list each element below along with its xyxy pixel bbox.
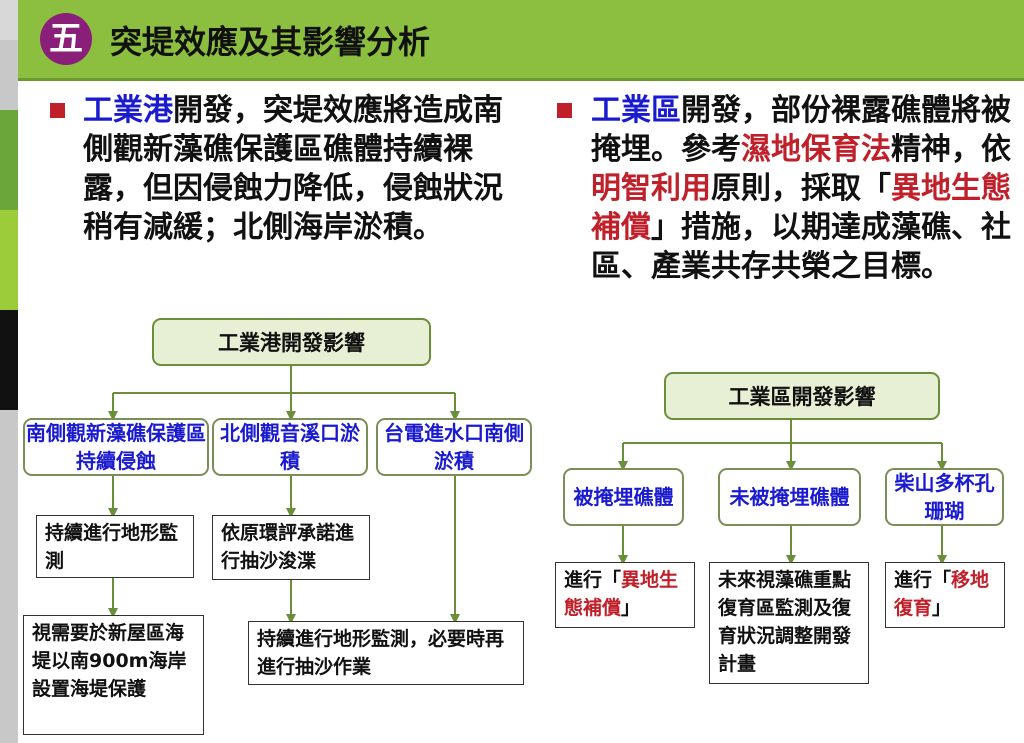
section-number-badge: 五 bbox=[40, 13, 92, 65]
right-branch-node: 被掩埋礁體 bbox=[563, 468, 684, 526]
right-action-box: 進行「異地生態補償」 bbox=[555, 562, 695, 628]
highlight-text: 移地復育 bbox=[894, 569, 990, 619]
highlight-text: 異地生態補償 bbox=[591, 171, 1011, 245]
left-paragraph: 工業港開發，突堤效應將造成南側觀新藻礁保護區礁體持續裸露，但因侵蝕力降低，侵蝕狀… bbox=[83, 91, 503, 247]
strip-segment bbox=[0, 110, 18, 210]
paragraph-text: 」措施，以期達成藻礁、社區、產業共存共榮之目標。 bbox=[591, 210, 1011, 284]
highlight-text: 明智利用 bbox=[591, 171, 711, 206]
left-action-box: 持續進行地形監測，必要時再進行抽沙作業 bbox=[248, 621, 524, 685]
highlight-text: 濕地保育法 bbox=[741, 132, 891, 167]
left-action-box: 視需要於新屋區海堤以南900m海岸設置海堤保護 bbox=[23, 615, 204, 735]
highlight-text: 工業區 bbox=[591, 93, 681, 128]
bullet-square-icon bbox=[557, 103, 572, 118]
right-root-node: 工業區開發影響 bbox=[664, 372, 940, 420]
action-text: 」 bbox=[621, 597, 641, 619]
strip-segment bbox=[0, 0, 18, 40]
action-text: 進行「 bbox=[564, 569, 622, 591]
highlight-text: 工業港 bbox=[83, 93, 173, 128]
action-text: 」 bbox=[932, 597, 952, 619]
bullet-square-icon bbox=[50, 103, 65, 118]
page-title: 突堤效應及其影響分析 bbox=[110, 23, 431, 61]
right-action-box: 進行「移地復育」 bbox=[885, 562, 1005, 628]
left-action-box: 依原環評承諾進行抽沙浚渫 bbox=[212, 515, 370, 580]
left-sidebar-strip bbox=[0, 0, 18, 743]
right-branch-node: 柴山多杯孔珊瑚 bbox=[885, 468, 1004, 526]
left-action-box: 持續進行地形監測 bbox=[36, 515, 194, 578]
header-bar bbox=[18, 0, 1024, 78]
left-root-node: 工業港開發影響 bbox=[152, 318, 431, 366]
highlight-text: 異地生態補償 bbox=[564, 569, 679, 619]
action-text: 進行「 bbox=[894, 569, 952, 591]
right-branch-node: 未被掩埋礁體 bbox=[718, 468, 861, 526]
paragraph-text: 開發，突堤效應將造成南側觀新藻礁保護區礁體持續裸露，但因侵蝕力降低，侵蝕狀況稍有… bbox=[83, 93, 503, 245]
right-action-box: 未來視藻礁重點復育區監測及復育狀況調整開發計畫 bbox=[709, 562, 869, 684]
left-branch-node: 北側觀音溪口淤積 bbox=[212, 418, 368, 476]
paragraph-text: 精神，依 bbox=[891, 132, 1011, 167]
strip-segment bbox=[0, 210, 18, 310]
paragraph-text: 原則，採取「 bbox=[711, 171, 891, 206]
left-branch-node: 台電進水口南側淤積 bbox=[376, 418, 532, 476]
left-branch-node: 南側觀新藻礁保護區持續侵蝕 bbox=[23, 418, 209, 476]
right-paragraph: 工業區開發，部份裸露礁體將被掩埋。參考濕地保育法精神，依明智利用原則，採取「異地… bbox=[591, 91, 1011, 286]
paragraph-text: 開發，部份裸露礁體將被掩埋。參考 bbox=[591, 93, 1011, 167]
strip-segment bbox=[0, 310, 18, 410]
header-divider bbox=[18, 78, 1024, 81]
